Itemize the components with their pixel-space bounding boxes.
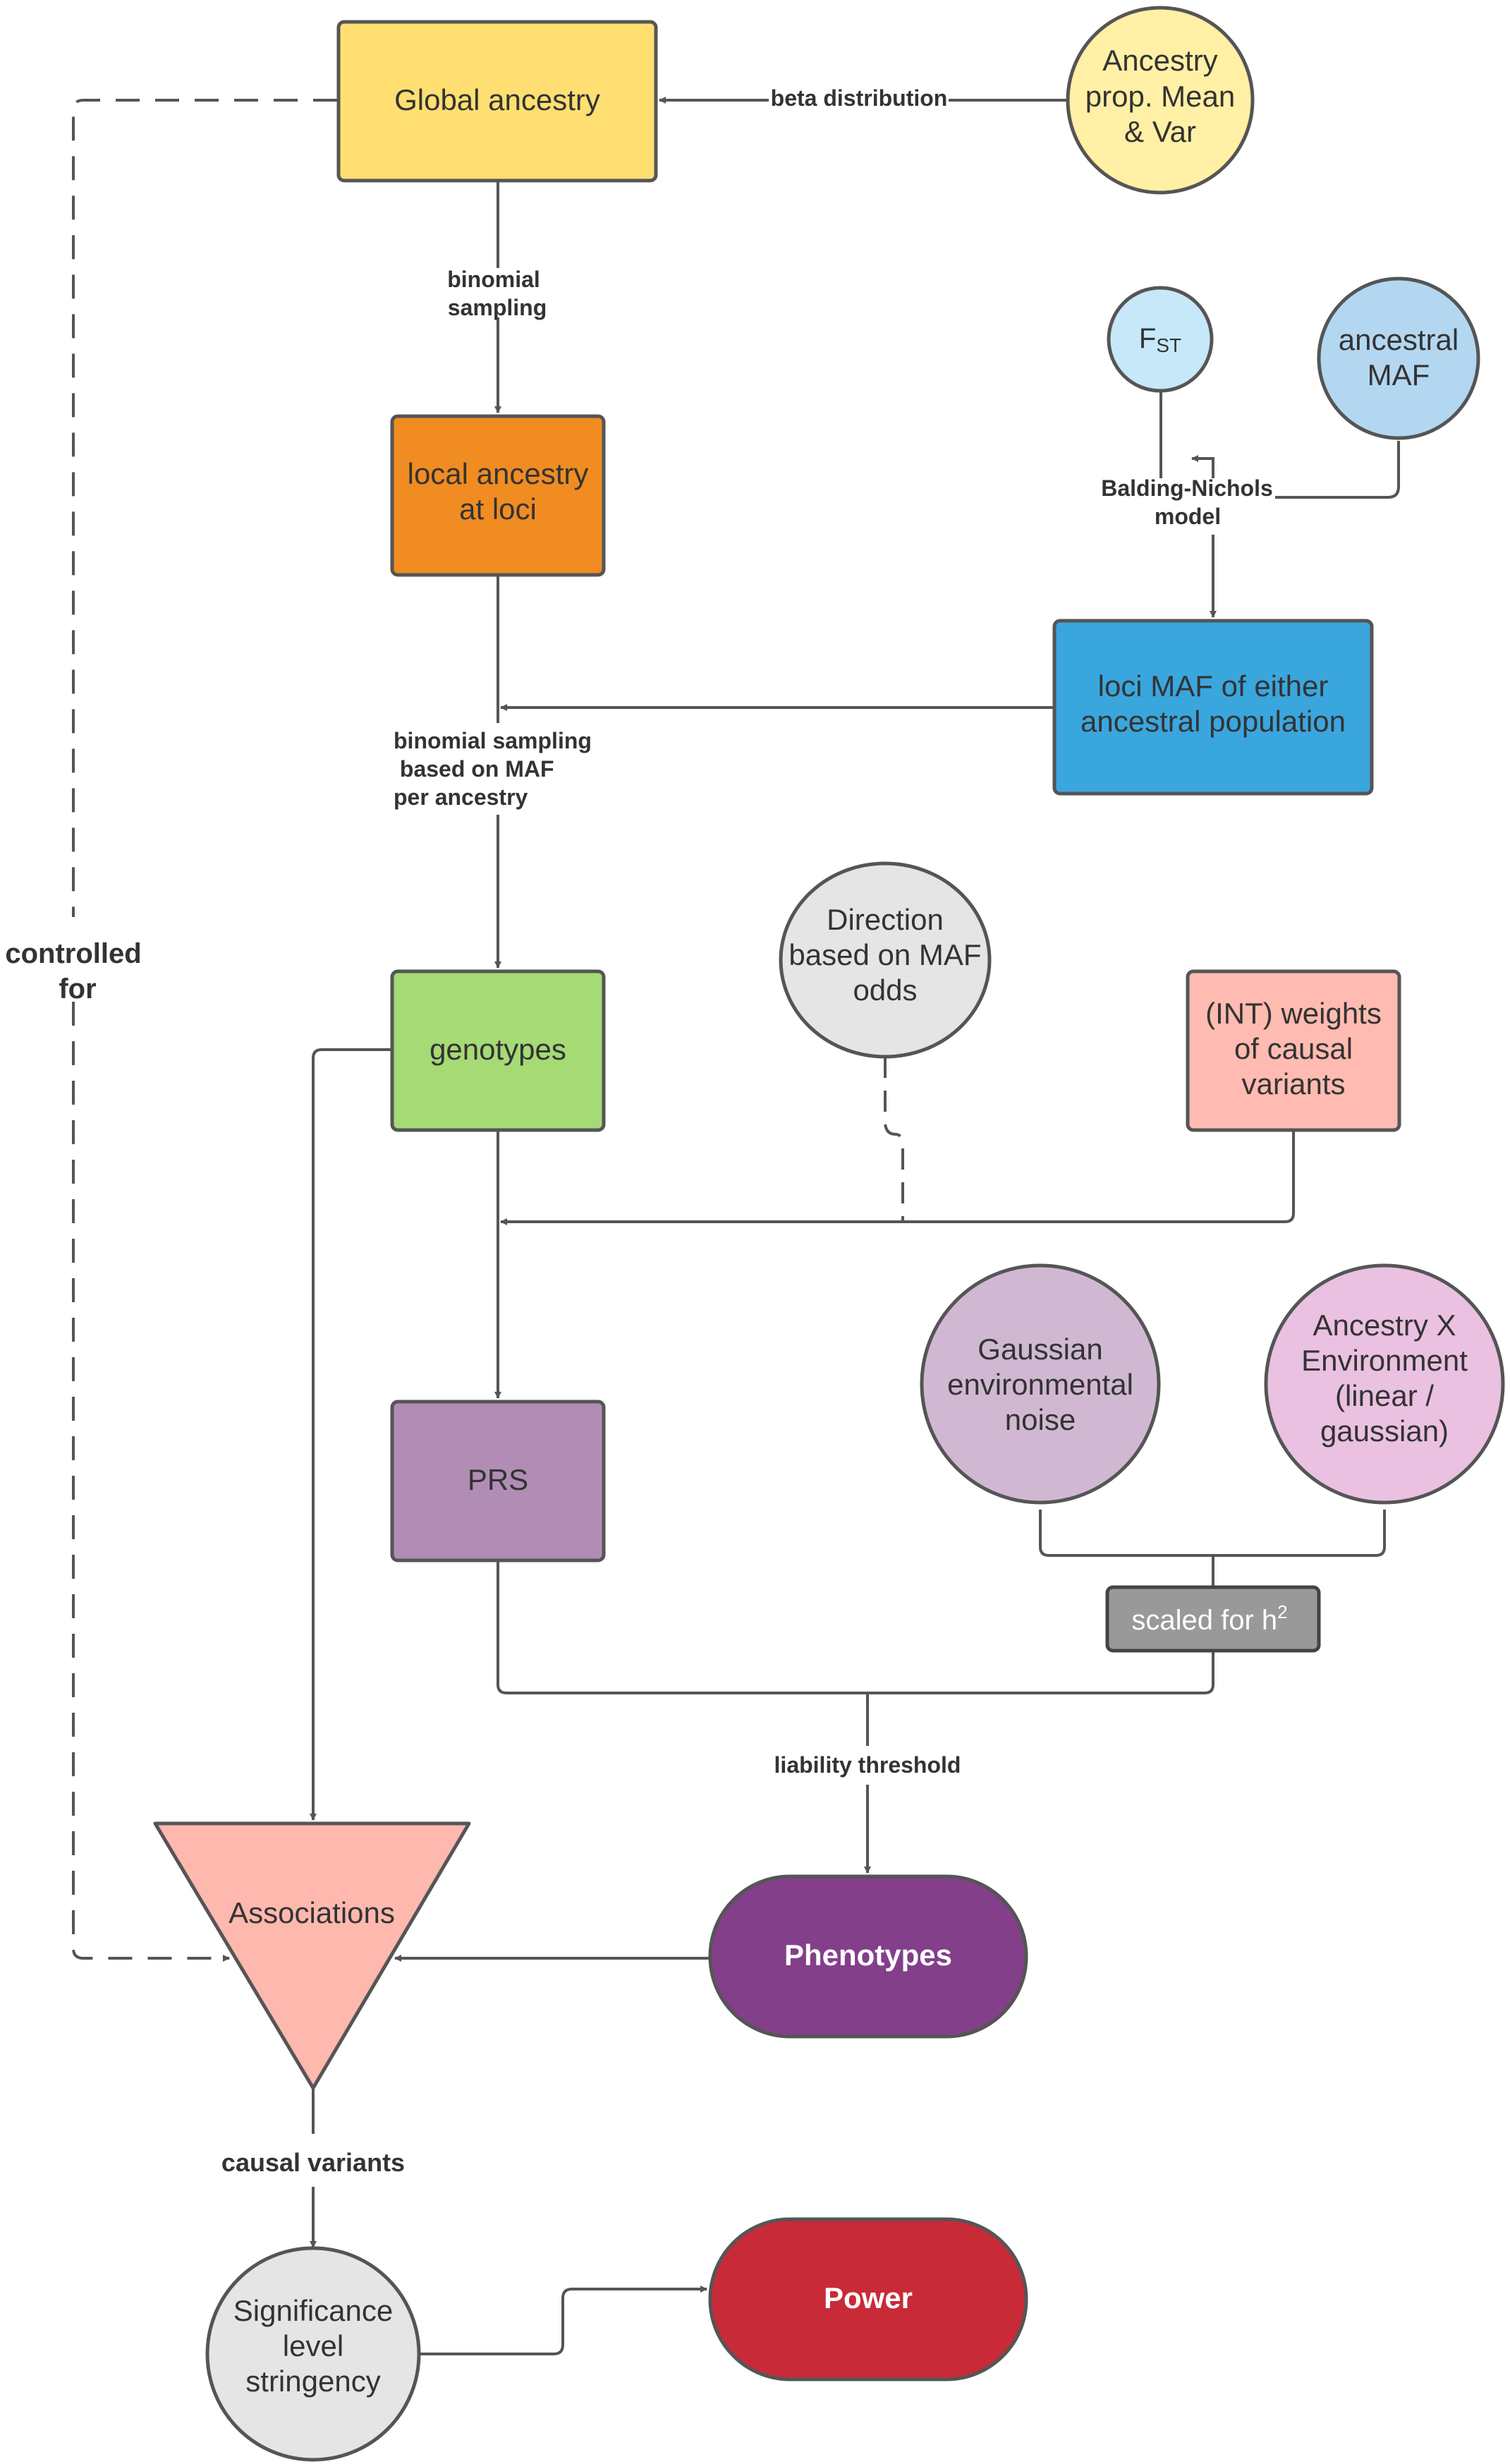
direction-line-3: odds [853,973,917,1007]
scaled-sup: 2 [1277,1601,1287,1622]
local-ancestry-line-2: at loci [459,492,537,526]
gaussian-noise-line-3: noise [1005,1403,1076,1436]
binomial-label-line-2: sampling [448,295,547,320]
ancestry-env-line-1: Ancestry X [1313,1309,1456,1342]
edge-prs-pheno [497,1560,1214,1694]
causal-variants-label: causal variants [221,2148,405,2177]
ancestry-prop-line-2: prop. Mean [1085,80,1235,113]
gaussian-noise-line-1: Gaussian [978,1333,1102,1366]
edge-controlled [72,99,337,917]
edge-sig-power [420,2286,707,2355]
ancestral-maf-line-2: MAF [1368,358,1430,392]
genotypes-label: genotypes [430,1033,566,1066]
global-ancestry-node: Global ancestry [336,20,658,183]
loci-maf-line-1: loci MAF of either [1098,669,1329,703]
fst-main: F [1139,323,1156,354]
phenotypes-label: Phenotypes [784,1938,952,1972]
ancestry-prop-line-3: & Var [1124,115,1196,148]
int-weights-line-1: (INT) weights [1205,997,1382,1030]
scaled-label: scaled for h2 [1131,1601,1287,1636]
edge-geno-assoc [310,1048,391,1821]
edge-gauss [1039,1510,1386,1557]
gaussian-noise-node: Gaussian environmental noise [920,1263,1161,1505]
phenotypes-node: Phenotypes [708,1874,1028,2039]
significance-line-3: stringency [245,2365,380,2398]
liability-label: liability threshold [774,1752,961,1778]
direction-line-2: based on MAF [789,938,981,971]
power-node: Power [708,2217,1028,2381]
direction-line-1: Direction [827,903,944,936]
edge-weights [500,1130,1295,1225]
prs-label: PRS [468,1463,528,1496]
connectors [72,97,1400,2355]
beta-distribution-label: beta distribution [771,85,948,111]
controlled-label-line-2: for [59,973,96,1005]
fst-node: FST [1107,286,1214,393]
ancestry-env-node: Ancestry X Environment (linear / gaussia… [1264,1263,1505,1505]
ancestry-prop-node: Ancestry prop. Mean & Var [1066,6,1255,195]
power-label: Power [824,2281,913,2314]
global-ancestry-label: Global ancestry [394,83,600,116]
associations-label: Associations [229,1896,395,1929]
significance-line-1: Significance [233,2294,393,2327]
balding-label-line-1: Balding-Nichols [1101,475,1273,501]
edge-controlled-2 [72,1002,230,1962]
scaled-node: scaled for h2 [1105,1585,1321,1653]
ancestral-maf-node: ancestral MAF [1317,277,1480,440]
fst-label: FST [1139,323,1181,356]
prs-node: PRS [390,1400,606,1562]
ancestral-maf-line-1: ancestral [1339,323,1459,356]
int-weights-node: (INT) weights of causal variants [1186,969,1401,1132]
edge-direction [884,1057,904,1222]
ancestry-env-line-3: (linear / [1335,1379,1434,1412]
int-weights-line-3: variants [1241,1067,1345,1100]
associations-node: Associations [153,1821,471,2090]
int-weights-line-2: of causal [1234,1032,1353,1065]
genotypes-node: genotypes [390,969,606,1132]
significance-node: Significance level stringency [205,2246,421,2462]
local-ancestry-node: local ancestry at loci [390,414,606,577]
binomial-maf-label-line-1: binomial sampling [394,728,592,753]
binomial-maf-label-line-2: based on MAF [394,756,554,782]
local-ancestry-line-1: local ancestry [408,457,589,490]
controlled-label-line-1: controlled [5,938,141,969]
gaussian-noise-line-2: environmental [947,1368,1133,1401]
fst-sub: ST [1156,334,1181,356]
ancestry-prop-line-1: Ancestry [1102,44,1217,77]
balding-label-line-2: model [1155,504,1221,529]
edge-maf [1275,441,1400,499]
direction-node: Direction based on MAF odds [779,861,992,1059]
binomial-maf-label-line-3: per ancestry [394,784,528,810]
loci-maf-node: loci MAF of either ancestral population [1052,619,1374,796]
ancestry-env-line-2: Environment [1301,1344,1468,1377]
scaled-main: scaled for h [1131,1605,1277,1636]
loci-maf-line-2: ancestral population [1080,705,1346,738]
ancestry-env-line-4: gaussian) [1320,1414,1449,1448]
binomial-label-line-1: binomial [447,267,540,292]
edge-fst-arrow [1191,455,1214,478]
significance-line-2: level [283,2329,343,2362]
